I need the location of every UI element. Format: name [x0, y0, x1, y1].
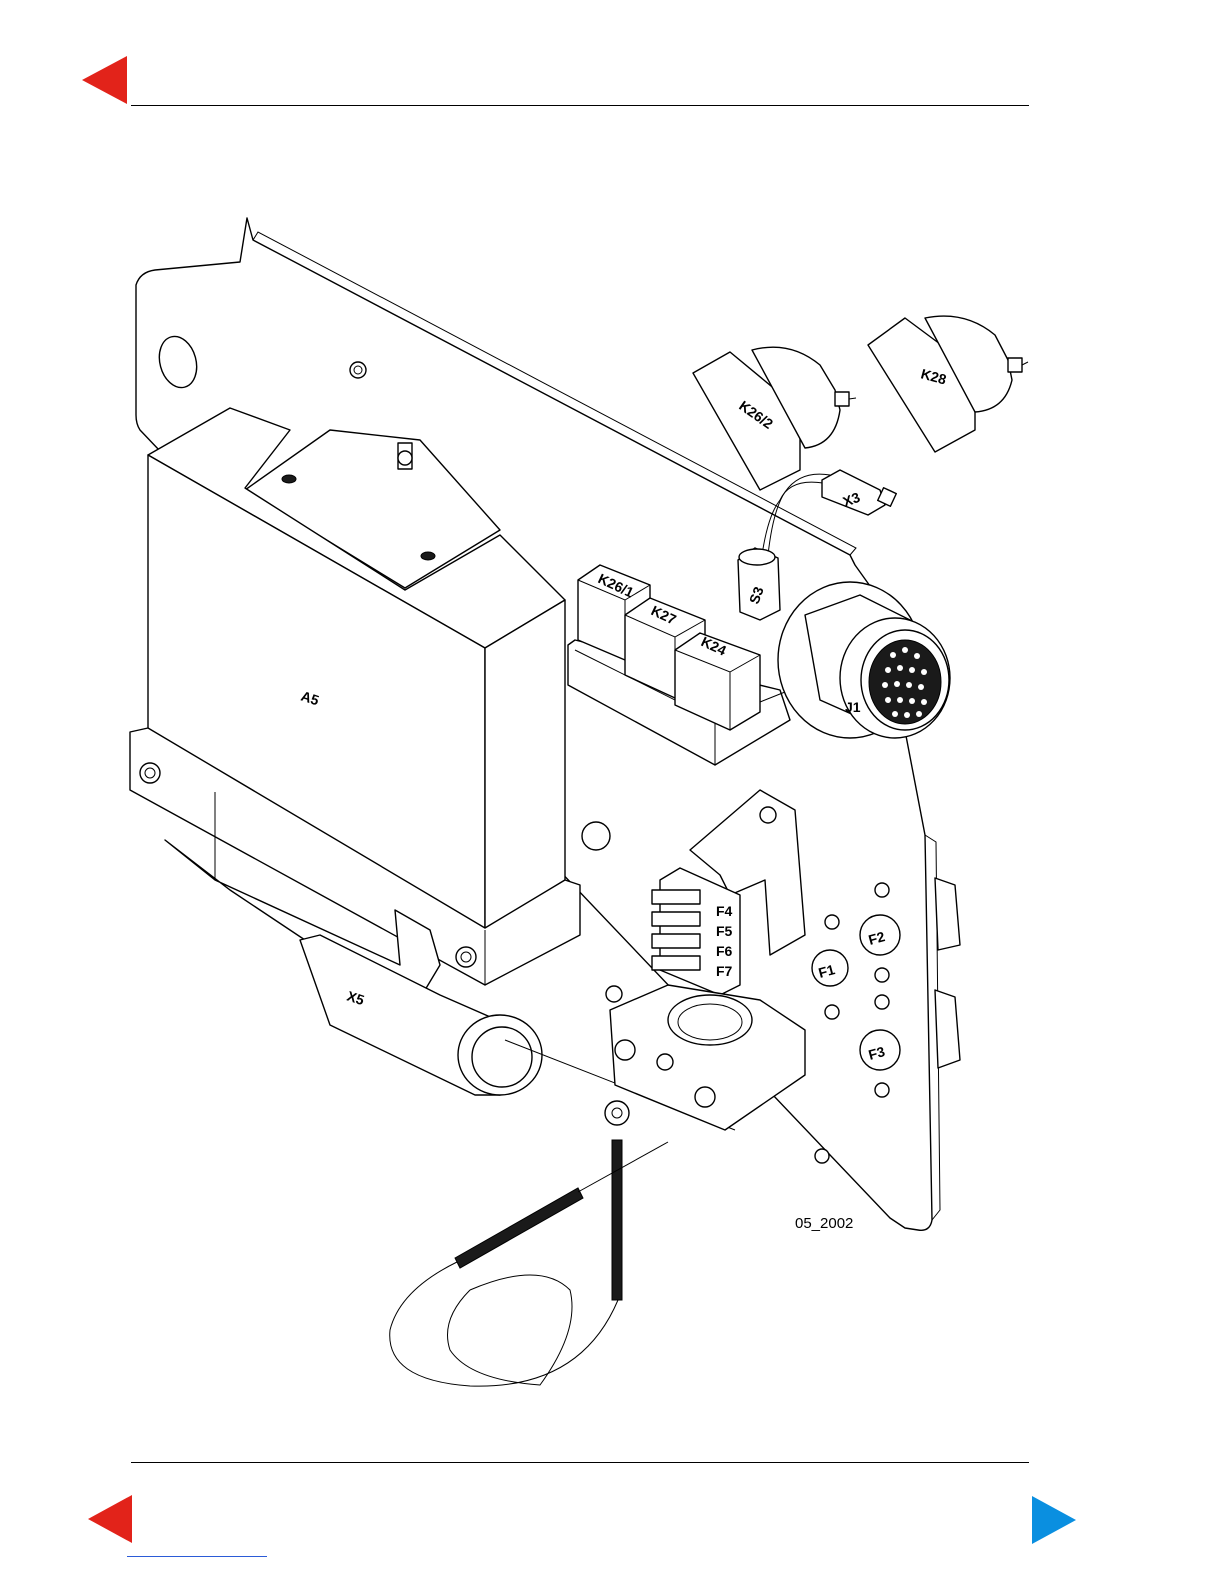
label-f5: F5 [716, 923, 733, 939]
label-f4: F4 [716, 903, 733, 919]
label-f6: F6 [716, 943, 733, 959]
back-arrow-icon[interactable] [86, 1493, 134, 1545]
a5-side-face [485, 600, 565, 930]
sensor-spring-diagonal [455, 1188, 583, 1268]
figure-reference: 05_2002 [795, 1215, 853, 1232]
sensor-spring-vertical [612, 1140, 622, 1300]
forward-arrow-icon[interactable] [1030, 1494, 1078, 1546]
label-f7: F7 [716, 963, 733, 979]
link-underline[interactable] [127, 1556, 267, 1557]
label-j1: J1 [845, 699, 861, 715]
footer-rule [131, 1462, 1029, 1463]
